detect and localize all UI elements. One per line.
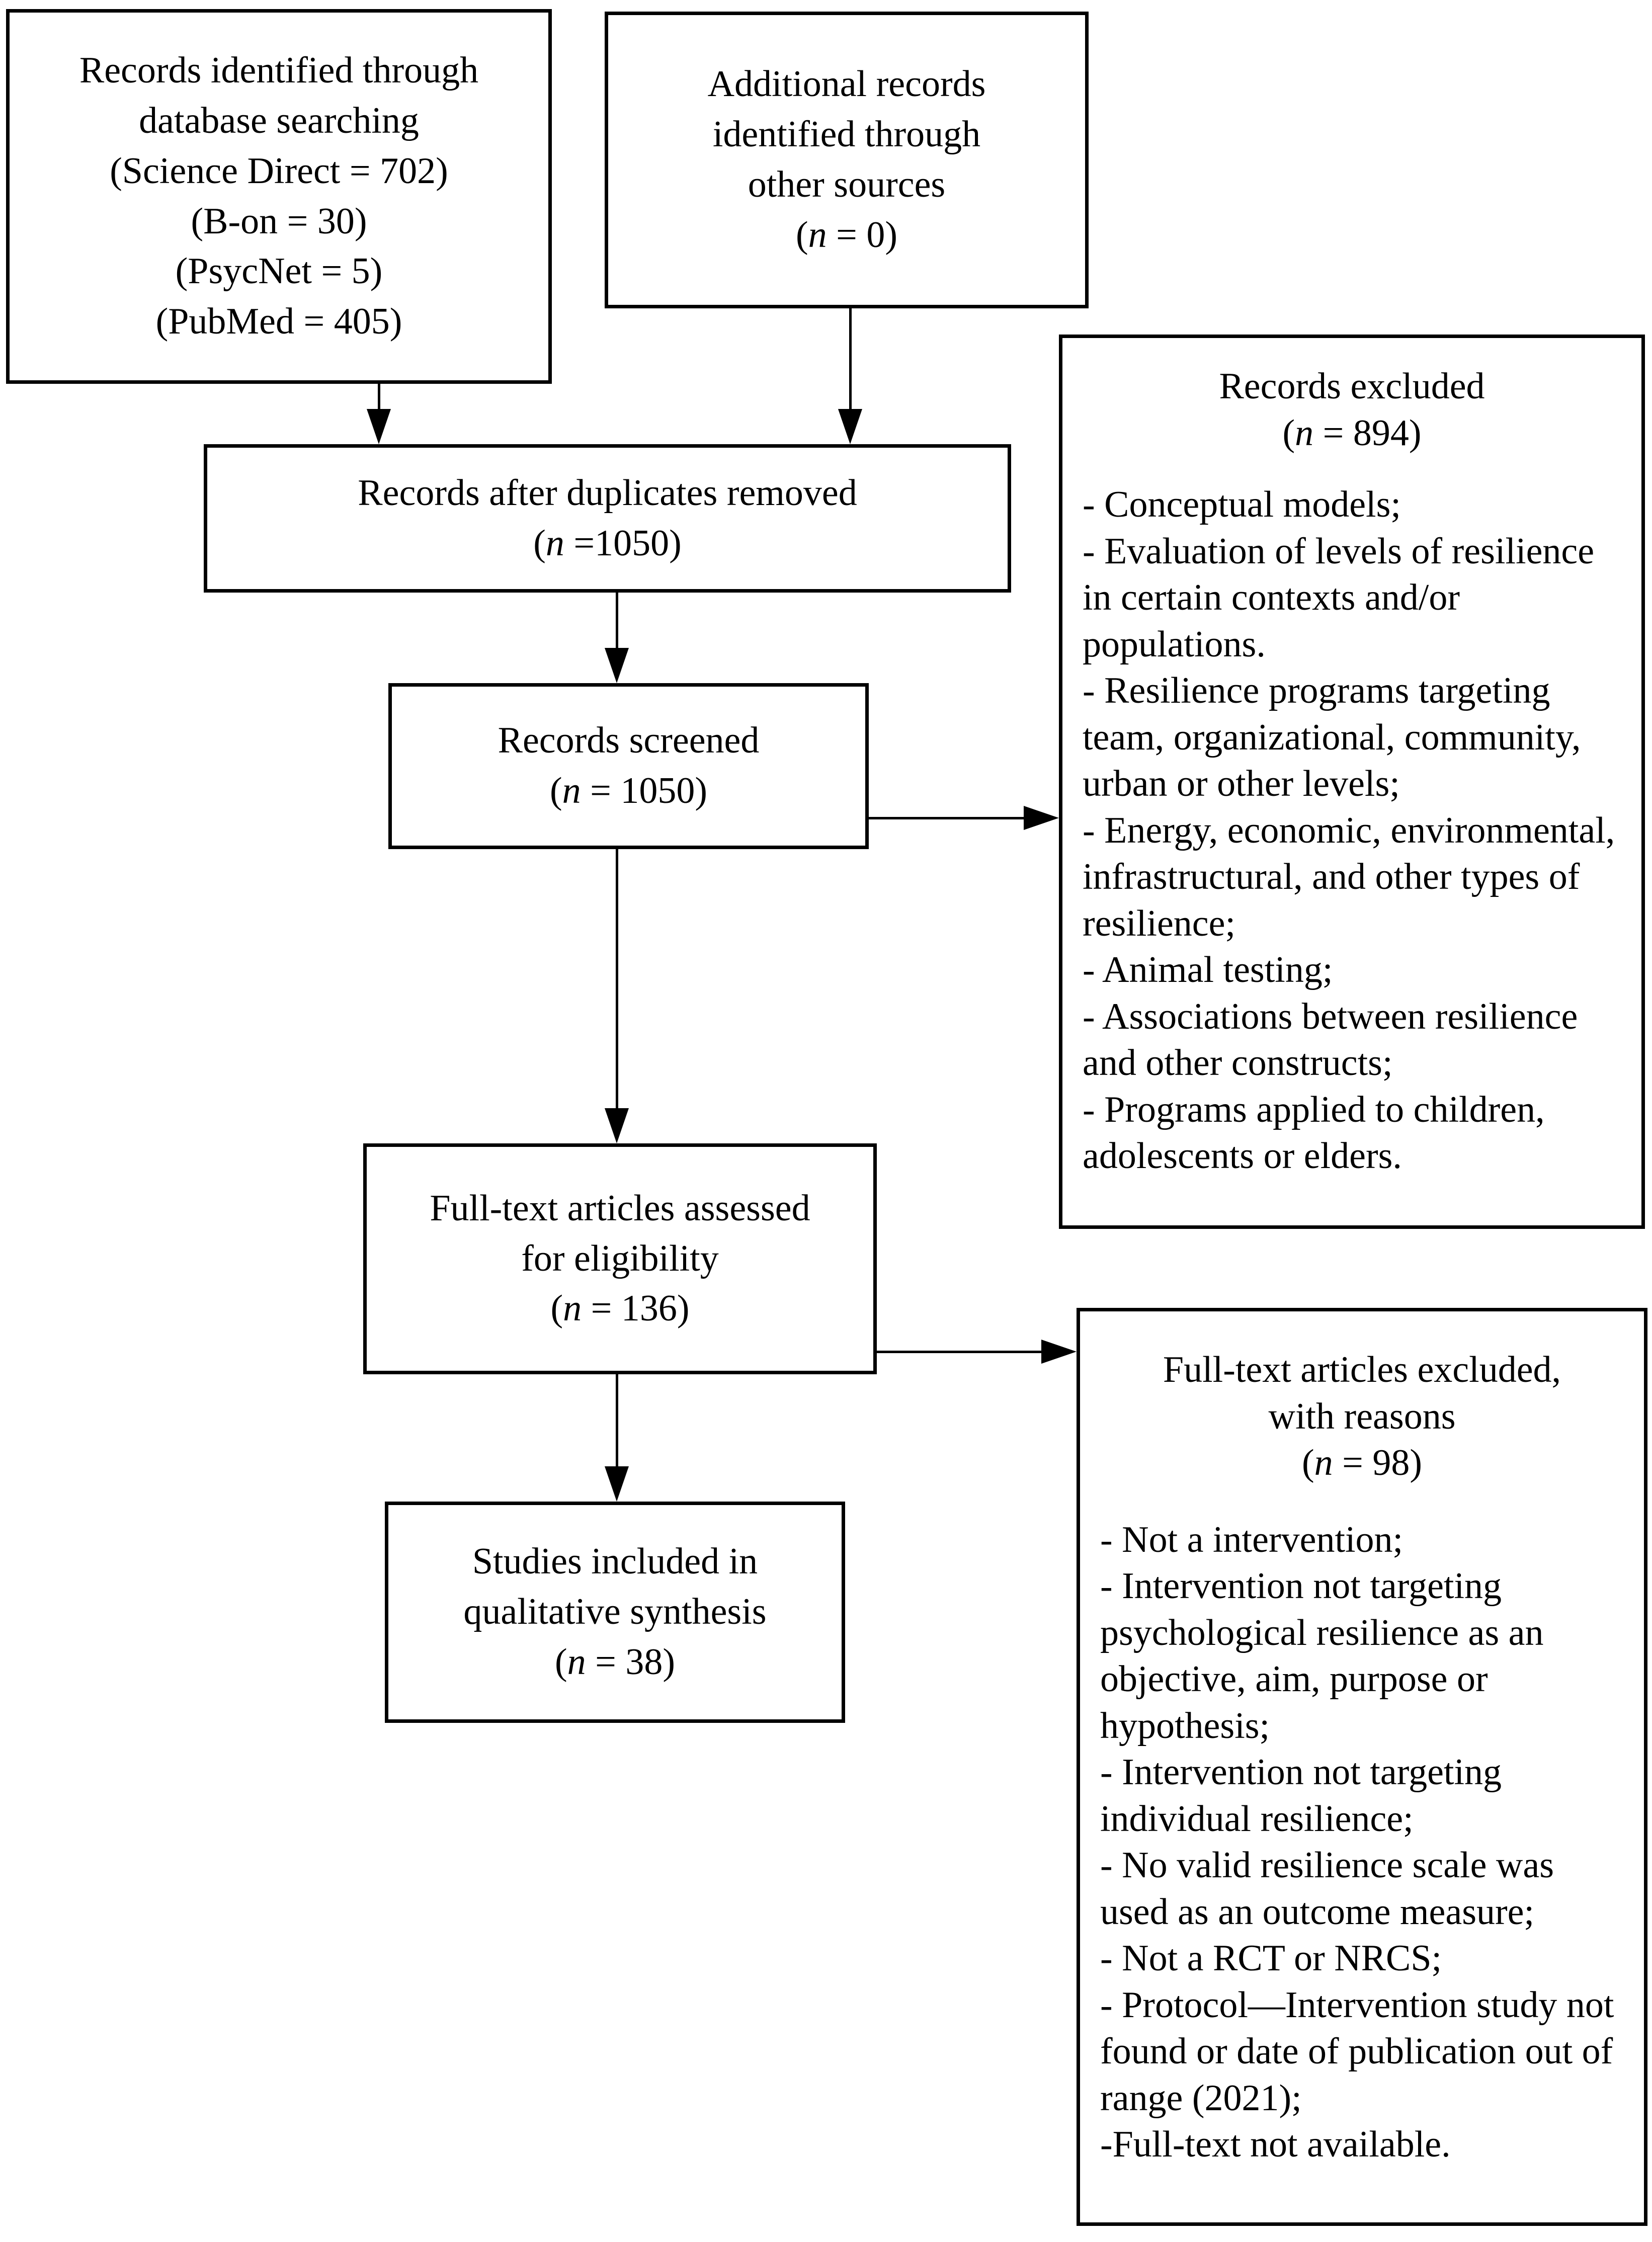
box-content: Records identified through database sear… xyxy=(20,46,538,347)
arrowhead-right-icon xyxy=(1041,1340,1077,1364)
arrowhead-down-icon xyxy=(838,409,862,444)
exclusion-reason-list: - Not a intervention; - Intervention not … xyxy=(1100,1517,1624,2168)
list-line: - No valid resilience scale was used as … xyxy=(1100,1845,1554,1933)
connector-additional-to-duplicates xyxy=(849,308,852,411)
arrowhead-down-icon xyxy=(605,1466,629,1502)
count-label: (n = 98) xyxy=(1301,1442,1423,1483)
list-line: -Full-text not available. xyxy=(1100,2124,1451,2165)
box-content: Studies included in qualitative synthesi… xyxy=(414,1537,816,1688)
box-studies-included: Studies included in qualitative synthesi… xyxy=(385,1502,845,1723)
list-line: - Protocol—Intervention study not found … xyxy=(1100,1984,1614,2119)
count-label: (n = 1050) xyxy=(549,770,708,811)
exclusion-reason-list: - Conceptual models; - Evaluation of leve… xyxy=(1083,481,1621,1180)
box-title: Records excluded xyxy=(1219,366,1485,407)
arrowhead-down-icon xyxy=(605,1108,629,1143)
box-records-identified: Records identified through database sear… xyxy=(6,9,552,384)
count-label: (n = 0) xyxy=(795,214,898,256)
list-line: (PubMed = 405) xyxy=(155,301,402,343)
list-line: - Programs applied to children, adolesce… xyxy=(1083,1089,1545,1177)
list-line: - Energy, economic, environmental, infra… xyxy=(1083,809,1615,944)
box-title: Records screened xyxy=(498,720,760,762)
list-line: - Not a intervention; xyxy=(1100,1519,1403,1560)
box-content: Records after duplicates removed (n =105… xyxy=(358,468,857,569)
count-label: (n =1050) xyxy=(533,522,682,564)
arrowhead-down-icon xyxy=(605,648,629,683)
box-title: Records identified through database sear… xyxy=(79,49,479,141)
box-additional-records: Additional records identified through ot… xyxy=(605,12,1089,308)
box-records-screened: Records screened (n = 1050) xyxy=(388,683,869,849)
box-title: Records after duplicates removed xyxy=(358,472,857,514)
list-line: - Animal testing; xyxy=(1083,949,1333,990)
box-content: Full-text articles assessed for eligibil… xyxy=(409,1184,832,1335)
list-line: (Science Direct = 702) xyxy=(110,150,448,192)
list-line: - Not a RCT or NRCS; xyxy=(1100,1938,1442,1979)
box-records-excluded: Records excluded (n = 894) - Conceptual … xyxy=(1059,335,1645,1229)
count-label: (n = 38) xyxy=(554,1641,676,1683)
box-title: Studies included in qualitative synthesi… xyxy=(463,1541,767,1633)
connector-assessed-to-fulltext-excluded xyxy=(877,1351,1043,1353)
list-line: (B-on = 30) xyxy=(191,200,367,242)
connector-assessed-to-included xyxy=(616,1374,618,1469)
box-duplicates-removed: Records after duplicates removed (n =105… xyxy=(204,444,1011,593)
connector-screened-to-excluded xyxy=(869,817,1025,819)
count-label: (n = 136) xyxy=(550,1288,690,1330)
box-content: Additional records identified through ot… xyxy=(681,59,1013,261)
box-fulltext-assessed: Full-text articles assessed for eligibil… xyxy=(363,1143,877,1374)
list-line: (PsycNet = 5) xyxy=(175,251,383,292)
count-label: (n = 894) xyxy=(1282,412,1422,454)
list-line: - Conceptual models; xyxy=(1083,484,1401,525)
arrowhead-right-icon xyxy=(1024,806,1059,830)
connector-screened-to-assessed xyxy=(616,849,618,1111)
box-title-line1: Full-text articles excluded, xyxy=(1163,1349,1561,1390)
list-line: - Associations between resilience and ot… xyxy=(1083,995,1578,1084)
source-list: (Science Direct = 702) (B-on = 30) (PsycNe… xyxy=(20,146,538,348)
connector-identified-to-duplicates xyxy=(378,384,380,414)
list-line: - Resilience programs targeting team, or… xyxy=(1083,670,1581,804)
box-fulltext-excluded: Full-text articles excluded, with reason… xyxy=(1077,1308,1647,2226)
box-title: Additional records identified through ot… xyxy=(707,63,986,205)
list-line: - Evaluation of levels of resilience in … xyxy=(1083,530,1595,665)
box-header: Records excluded (n = 894) xyxy=(1083,363,1621,456)
box-header: Full-text articles excluded, with reason… xyxy=(1100,1347,1624,1486)
box-title: Full-text articles assessed for eligibil… xyxy=(430,1187,810,1279)
box-content: Records screened (n = 1050) xyxy=(498,716,760,816)
connector-duplicates-to-screened xyxy=(616,593,618,650)
list-line: - Intervention not targeting individual … xyxy=(1100,1752,1502,1840)
box-title-line2: with reasons xyxy=(1268,1395,1456,1437)
arrowhead-down-icon xyxy=(367,409,391,444)
list-line: - Intervention not targeting psychologic… xyxy=(1100,1565,1544,1747)
